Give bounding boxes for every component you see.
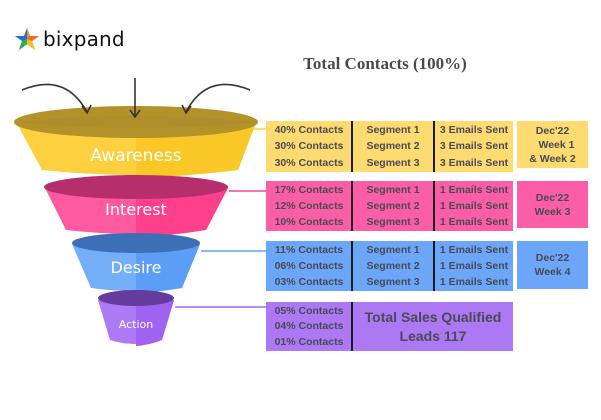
schedule-line: Dec'22 bbox=[535, 191, 570, 204]
funnel-stage-awareness bbox=[14, 106, 258, 178]
emails-sent: 1 Emails Sent bbox=[439, 200, 509, 212]
column-divider bbox=[351, 121, 353, 172]
sales-qualified-leads: Total Sales Qualified Leads 117 bbox=[353, 302, 513, 351]
interest-schedule: Dec'22 Week 3 bbox=[517, 181, 588, 228]
contacts-value: 04% Contacts bbox=[274, 320, 344, 333]
contacts-column: 05% Contacts 04% Contacts 01% Contacts bbox=[266, 302, 352, 351]
contacts-value: 40% Contacts bbox=[274, 124, 344, 137]
awareness-details: 40% Contacts 30% Contacts 30% Contacts S… bbox=[266, 121, 513, 172]
column-divider bbox=[433, 241, 435, 291]
contacts-value: 17% Contacts bbox=[274, 184, 344, 196]
segment-label: Segment 3 bbox=[366, 276, 420, 288]
segment-label: Segment 2 bbox=[366, 260, 420, 272]
contacts-column: 11% Contacts 06% Contacts 03% Contacts bbox=[266, 241, 352, 291]
curved-arrow-right-icon bbox=[181, 83, 251, 115]
star-logo-icon bbox=[15, 28, 39, 50]
stage-label-desire: Desire bbox=[110, 258, 162, 277]
emails-sent: 3 Emails Sent bbox=[439, 140, 509, 153]
stage-label-action: Action bbox=[118, 318, 154, 331]
emails-column: 1 Emails Sent 1 Emails Sent 1 Emails Sen… bbox=[435, 181, 513, 231]
emails-sent: 1 Emails Sent bbox=[439, 276, 509, 288]
contacts-value: 01% Contacts bbox=[274, 336, 344, 349]
curved-arrow-left-icon bbox=[21, 83, 92, 115]
awareness-schedule: Dec'22 Week 1 & Week 2 bbox=[517, 121, 588, 168]
stage-label-awareness: Awareness bbox=[90, 146, 182, 166]
segments-column: Segment 1 Segment 2 Segment 3 bbox=[353, 241, 433, 291]
interest-details: 17% Contacts 12% Contacts 10% Contacts S… bbox=[266, 181, 513, 231]
segment-label: Segment 3 bbox=[366, 216, 420, 228]
chart-title: Total Contacts (100%) bbox=[303, 54, 467, 73]
emails-sent: 1 Emails Sent bbox=[439, 216, 509, 228]
desire-details: 11% Contacts 06% Contacts 03% Contacts S… bbox=[266, 241, 513, 291]
column-divider bbox=[433, 121, 435, 172]
emails-column: 3 Emails Sent 3 Emails Sent 3 Emails Sen… bbox=[435, 121, 513, 172]
column-divider bbox=[351, 302, 353, 351]
schedule-line: Week 1 bbox=[538, 138, 575, 151]
emails-sent: 1 Emails Sent bbox=[439, 260, 509, 272]
down-arrow-icon bbox=[129, 78, 141, 119]
logo-text: bixpand bbox=[43, 27, 125, 51]
schedule-line: Week 4 bbox=[534, 266, 571, 278]
contacts-value: 03% Contacts bbox=[274, 276, 344, 288]
segment-label: Segment 3 bbox=[366, 156, 420, 169]
emails-sent: 3 Emails Sent bbox=[439, 156, 509, 169]
contacts-column: 40% Contacts 30% Contacts 30% Contacts bbox=[266, 121, 352, 172]
contacts-value: 06% Contacts bbox=[274, 260, 344, 272]
schedule-line: & Week 2 bbox=[529, 152, 576, 165]
contacts-value: 10% Contacts bbox=[274, 216, 344, 228]
stage-label-interest: Interest bbox=[105, 200, 167, 219]
bixpand-logo: bixpand bbox=[14, 27, 125, 51]
summary-line: Leads 117 bbox=[399, 327, 467, 344]
schedule-line: Dec'22 bbox=[535, 124, 570, 137]
emails-sent: 1 Emails Sent bbox=[439, 244, 509, 256]
funnel-stage-action bbox=[98, 290, 174, 346]
segments-column: Segment 1 Segment 2 Segment 3 bbox=[353, 181, 433, 231]
segments-column: Segment 1 Segment 2 Segment 3 bbox=[353, 121, 433, 172]
contacts-value: 05% Contacts bbox=[274, 304, 344, 317]
schedule-line: Dec'22 bbox=[535, 252, 570, 264]
contacts-value: 30% Contacts bbox=[274, 140, 344, 153]
column-divider bbox=[351, 181, 353, 231]
segment-label: Segment 2 bbox=[366, 140, 420, 153]
segment-label: Segment 1 bbox=[366, 244, 420, 256]
contacts-column: 17% Contacts 12% Contacts 10% Contacts bbox=[266, 181, 352, 231]
contacts-value: 12% Contacts bbox=[274, 200, 344, 212]
emails-sent: 3 Emails Sent bbox=[439, 124, 509, 137]
emails-column: 1 Emails Sent 1 Emails Sent 1 Emails Sen… bbox=[435, 241, 513, 291]
funnel-stage-desire bbox=[72, 233, 200, 293]
column-divider bbox=[351, 241, 353, 291]
funnel-stage-interest bbox=[44, 175, 228, 237]
emails-sent: 1 Emails Sent bbox=[439, 184, 509, 196]
action-details: 05% Contacts 04% Contacts 01% Contacts T… bbox=[266, 302, 513, 351]
segment-label: Segment 1 bbox=[366, 124, 420, 137]
schedule-line: Week 3 bbox=[534, 205, 571, 218]
segment-label: Segment 2 bbox=[366, 200, 420, 212]
summary-line: Total Sales Qualified bbox=[364, 308, 502, 325]
desire-schedule: Dec'22 Week 4 bbox=[517, 241, 588, 289]
contacts-value: 30% Contacts bbox=[274, 156, 344, 169]
segment-label: Segment 1 bbox=[366, 184, 420, 196]
column-divider bbox=[433, 181, 435, 231]
contacts-value: 11% Contacts bbox=[274, 244, 344, 256]
